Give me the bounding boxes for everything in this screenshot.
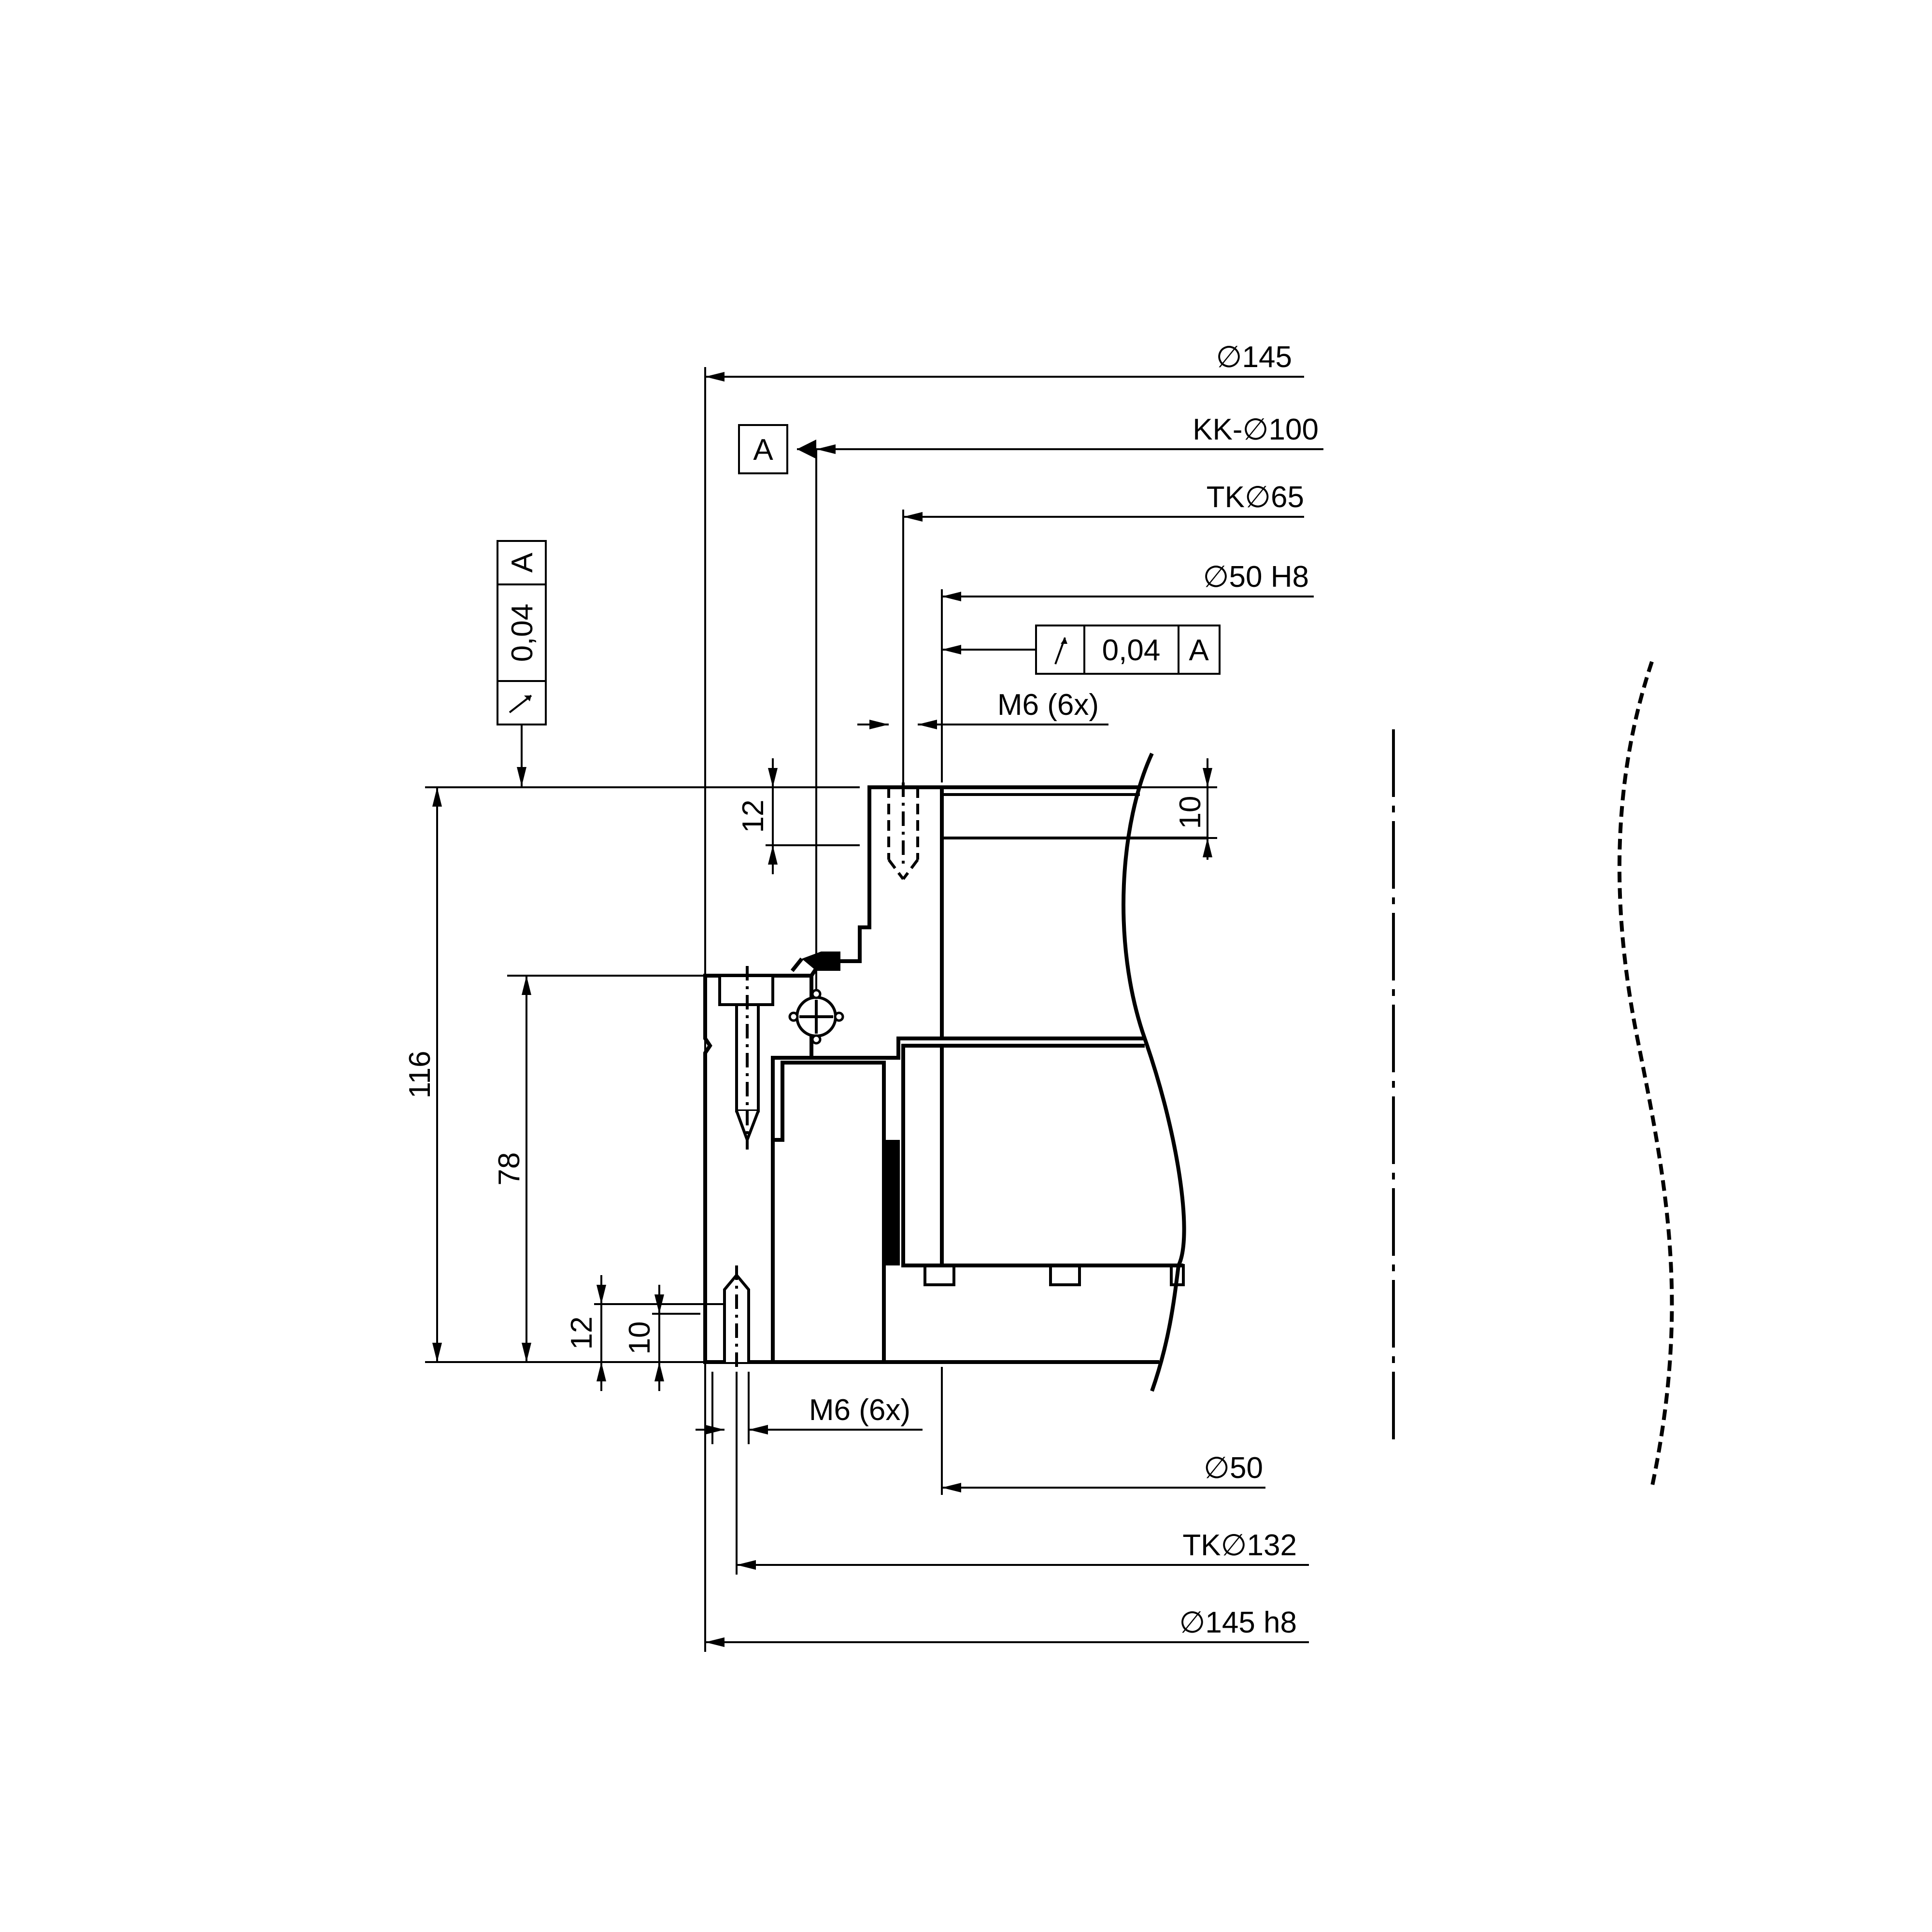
label-dia-50-h8: ∅50 H8 [1203,560,1309,594]
runout-icon [509,695,532,713]
label-116: 116 [403,1051,437,1099]
tol-v-datum: A [506,553,539,573]
tol-h-value: 0,04 [1102,634,1161,667]
break-line-shaft [1122,753,1186,1392]
label-10-bottom: 10 [623,1321,656,1355]
inner-sleeve [901,1044,944,1267]
label-m6-top: M6 (6x) [997,688,1099,722]
seal-block [771,1061,886,1364]
label-10-right: 10 [1174,796,1207,829]
label-tk-dia-65: TK∅65 [1207,481,1304,514]
bottom-tapped-hole [723,1265,750,1372]
datum-a-label: A [753,433,773,467]
label-dia-145: ∅145 [1216,341,1292,374]
label-m6-bottom: M6 (6x) [809,1393,910,1427]
label-dia-145-h8: ∅145 h8 [1179,1606,1297,1639]
black-strip [885,1140,900,1265]
label-kk-dia-100: KK-∅100 [1193,413,1319,446]
dimension-labels: ∅145 KK-∅100 TK∅65 ∅50 H8 M6 (6x) 10 12 … [403,341,1319,1639]
tol-h-datum: A [1189,634,1209,667]
label-12-bottom: 12 [565,1317,598,1350]
top-tapped-hole [887,782,919,880]
tolerance-frame-vertical: A 0,04 [497,540,547,725]
break-line-right [1617,661,1674,1488]
tolerance-frame-horizontal: 0,04 A [1035,625,1221,675]
part-section [703,661,1674,1488]
tol-v-value: 0,04 [506,604,539,662]
lip-seal [802,952,840,971]
label-tk-dia-132: TK∅132 [1182,1529,1297,1562]
side-bolt [718,966,774,1150]
datum-a-frame: A [738,424,788,474]
label-dia-50: ∅50 [1204,1451,1263,1485]
runout-icon [1054,637,1067,665]
label-78: 78 [493,1152,526,1186]
dimension-lines [425,367,1323,1652]
label-12-top: 12 [737,800,770,833]
